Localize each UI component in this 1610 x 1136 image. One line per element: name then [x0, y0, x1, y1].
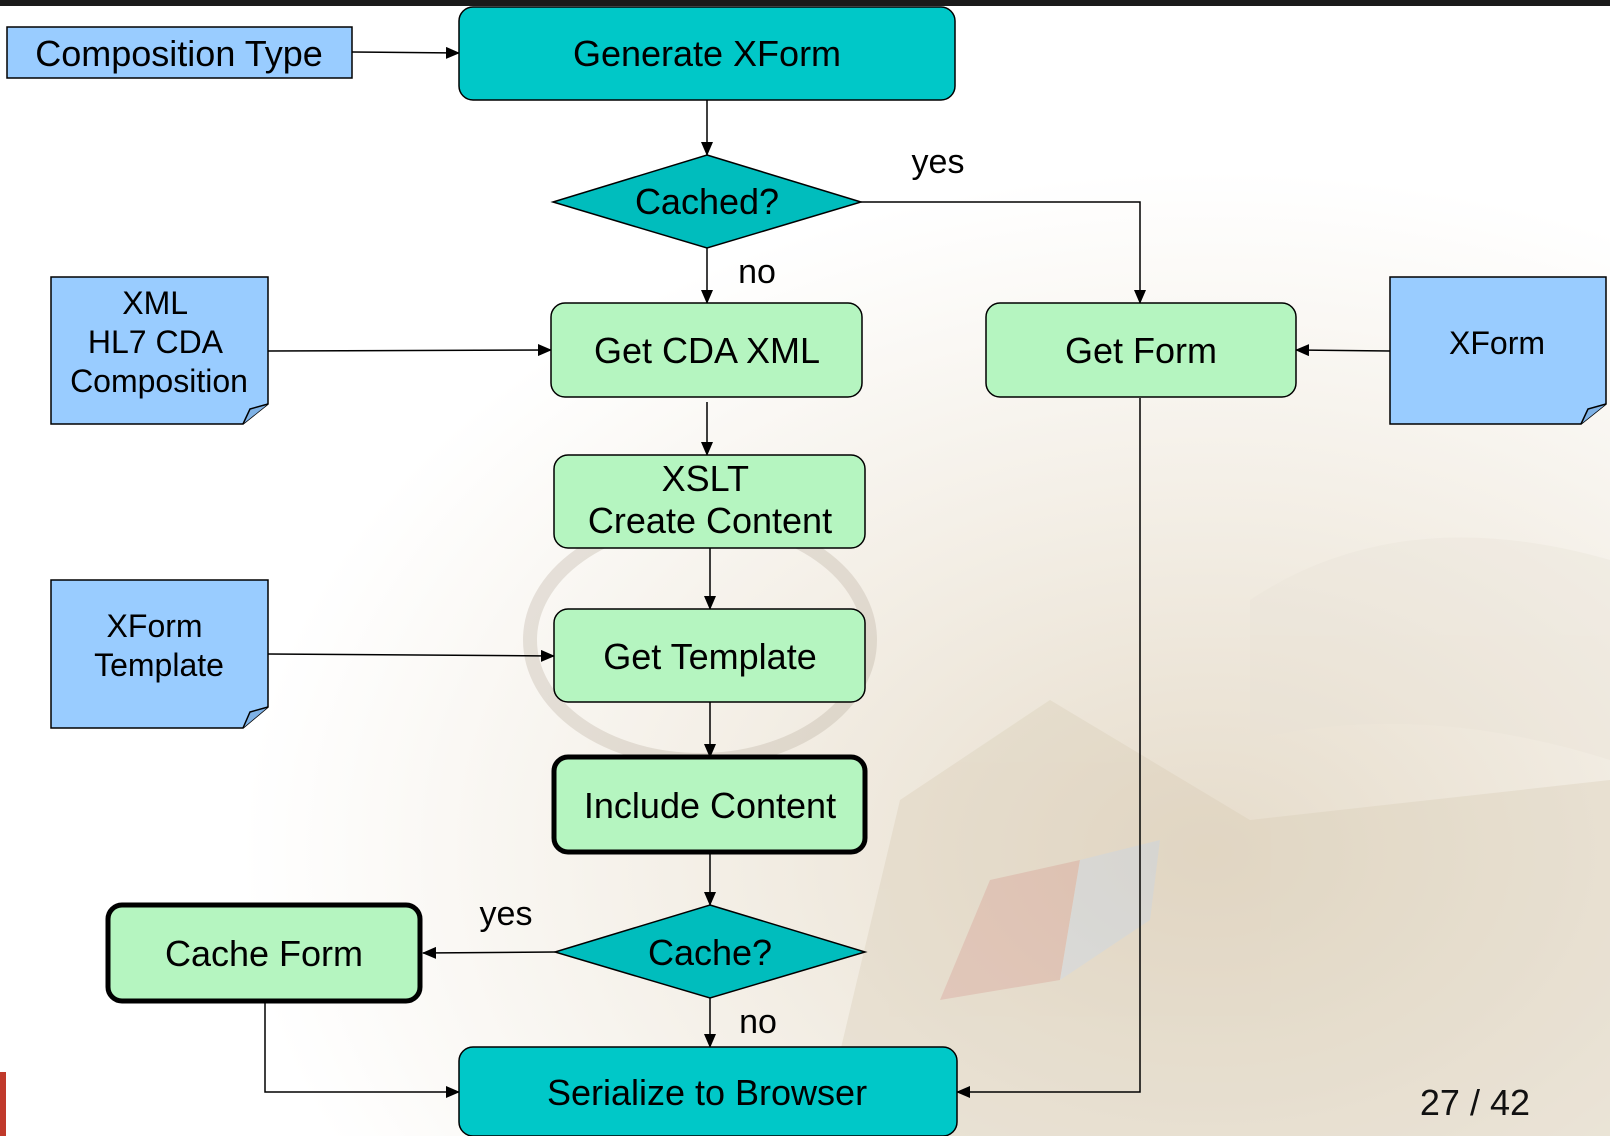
edge-label-cached-no: no: [738, 253, 776, 291]
xform-doc-label: XForm: [1449, 325, 1545, 361]
xslt-box: [553, 454, 866, 549]
get-template-box: [553, 608, 866, 703]
edge-cache-form-to-serialize: [264, 1003, 460, 1098]
edge-cached-yes-to-get-form: [861, 201, 1146, 304]
include-content-box: [551, 754, 868, 855]
edge-cache-yes-to-cache-form: [422, 946, 556, 959]
composition-type-box: [6, 26, 353, 79]
edge-xml-doc-to-get-cda: [267, 344, 552, 357]
include-content-label: Include Content: [584, 785, 836, 826]
generate-xform-label: Generate XForm: [573, 33, 841, 74]
top-bar: [0, 0, 1610, 6]
cache-decision: [552, 904, 868, 999]
get-cda-xml-box: [550, 302, 863, 398]
xml-doc-fold: [242, 403, 269, 425]
get-template-label: Get Template: [603, 636, 816, 677]
get-form-box: [985, 302, 1297, 398]
xform-doc-fold: [1580, 403, 1607, 425]
corner-logo: [0, 1072, 6, 1136]
edge-template-doc-to-get-template: [267, 649, 555, 662]
edge-xform-doc-to-get-form: [1295, 344, 1391, 357]
xform-template-doc-label: XForm Template: [94, 608, 224, 683]
edge-label-cached-yes: yes: [912, 143, 965, 181]
edge-label-cache-no: no: [739, 1003, 777, 1041]
serialize-label: Serialize to Browser: [547, 1072, 867, 1113]
edge-label-cache-yes: yes: [480, 895, 533, 933]
cached-decision: [550, 154, 864, 249]
get-cda-xml-label: Get CDA XML: [594, 330, 820, 371]
serialize-box: [458, 1046, 958, 1136]
edge-get-form-to-serialize: [956, 398, 1141, 1098]
page-number: 27 / 42: [1419, 1082, 1530, 1123]
composition-type-label: Composition Type: [35, 33, 323, 74]
cache-form-label: Cache Form: [165, 933, 363, 974]
get-form-label: Get Form: [1065, 330, 1217, 371]
cache-form-box: [105, 902, 423, 1004]
edge-composition-to-generate: [351, 46, 460, 59]
xslt-label: XSLT Create Content: [588, 458, 832, 541]
generate-xform-box: [458, 6, 956, 101]
cached-label: Cached?: [635, 181, 779, 222]
cache-decision-label: Cache?: [648, 932, 772, 973]
xml-doc-label: XML HL7 CDA Composition: [70, 285, 248, 399]
xform-template-doc-fold: [242, 706, 269, 729]
